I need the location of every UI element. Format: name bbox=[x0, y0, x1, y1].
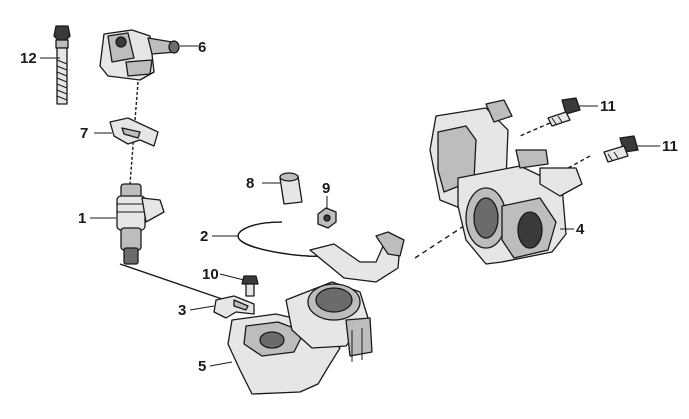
long-bolt-part bbox=[53, 25, 71, 105]
fuel-hose-clip-part bbox=[237, 221, 405, 283]
callout-7: 7 bbox=[80, 125, 88, 142]
callout-2: 2 bbox=[200, 228, 208, 245]
flange-bolt-upper-part bbox=[547, 97, 581, 127]
small-hose-clamp-part bbox=[213, 295, 255, 319]
callout-labels: 12 6 7 8 9 1 2 10 3 5 4 11 11 bbox=[20, 39, 678, 375]
throttle-body-part bbox=[429, 99, 583, 265]
callout-1: 1 bbox=[78, 210, 86, 227]
callout-4: 4 bbox=[576, 221, 585, 238]
callout-5: 5 bbox=[198, 358, 206, 375]
callout-6: 6 bbox=[198, 39, 206, 56]
callout-12: 12 bbox=[20, 50, 37, 67]
callout-11-upper: 11 bbox=[600, 98, 616, 115]
intake-manifold-part bbox=[227, 281, 373, 395]
flange-bolt-lower-part bbox=[603, 135, 639, 163]
injector-connector-cap-part bbox=[99, 29, 180, 81]
callout-9: 9 bbox=[322, 180, 330, 197]
callout-3: 3 bbox=[178, 302, 186, 319]
callout-8: 8 bbox=[246, 175, 254, 192]
fuel-injector-part bbox=[116, 183, 165, 265]
callout-leader-lines bbox=[40, 45, 660, 367]
callout-11-lower: 11 bbox=[662, 138, 678, 155]
callout-10: 10 bbox=[202, 266, 219, 283]
cap-sleeve-part bbox=[279, 172, 303, 205]
injector-clip-part bbox=[109, 117, 159, 147]
short-bolt-part bbox=[241, 275, 259, 297]
hex-nut-part bbox=[317, 207, 337, 229]
